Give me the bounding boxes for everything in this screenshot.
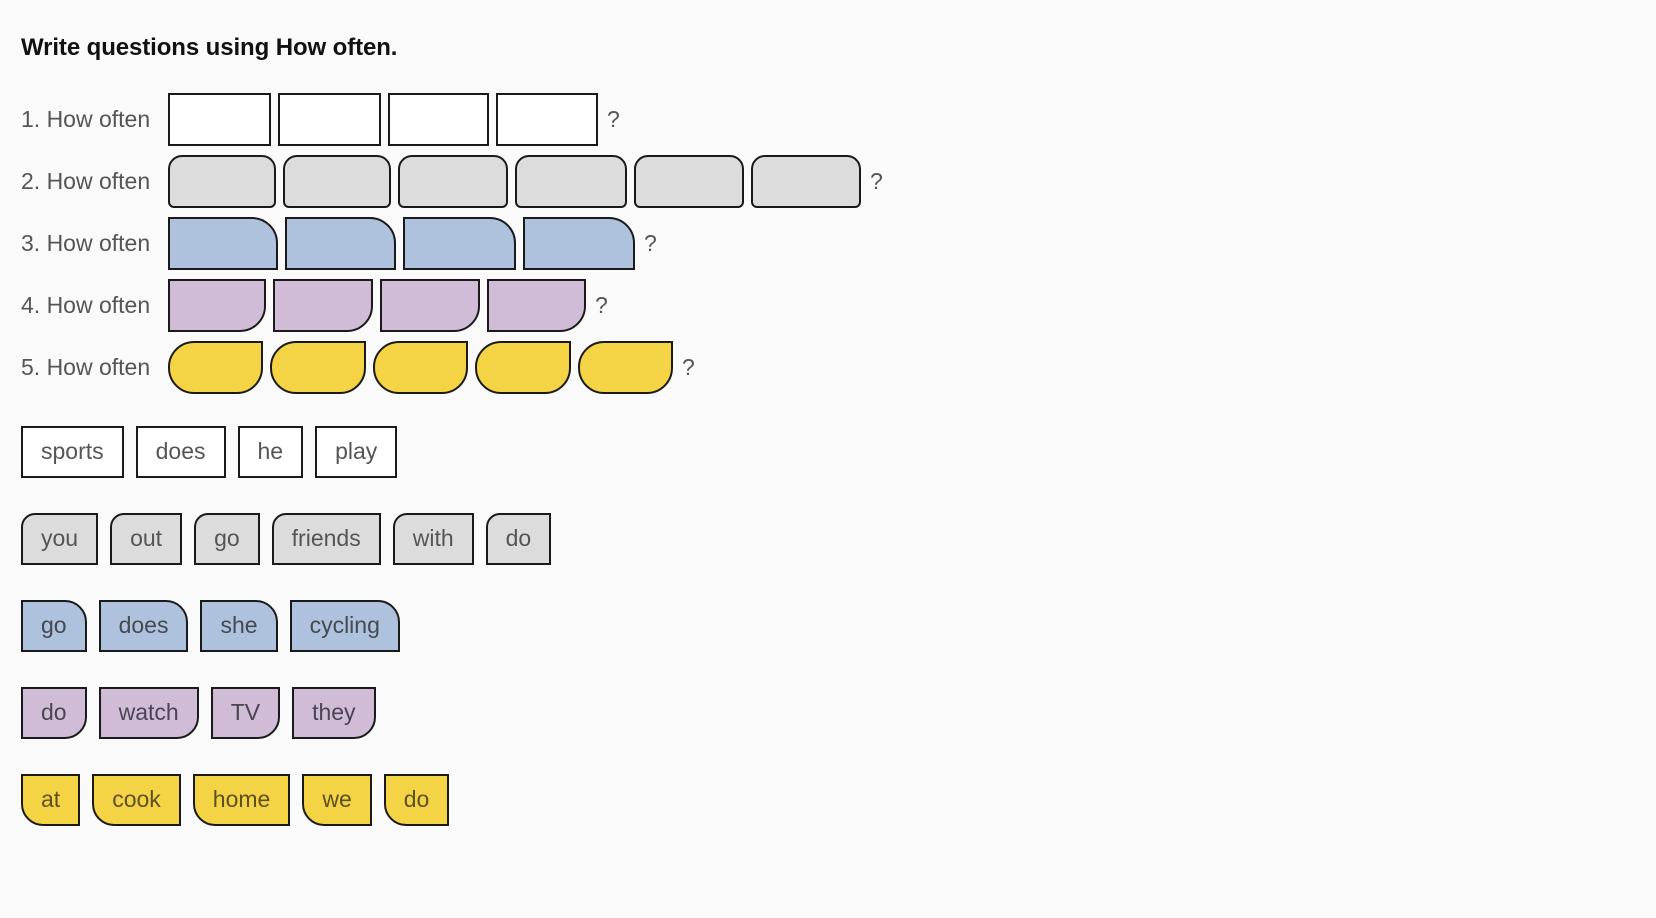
word-tile[interactable]: does — [98, 599, 189, 652]
word-tile[interactable]: she — [200, 599, 278, 652]
answer-slot[interactable] — [380, 278, 480, 332]
page-title: Write questions using How often. — [21, 34, 398, 61]
answer-slot[interactable] — [273, 278, 373, 332]
word-tile[interactable]: do — [485, 512, 552, 565]
answer-slot-group — [168, 336, 680, 398]
word-tile[interactable]: he — [237, 425, 304, 478]
answer-slot[interactable] — [388, 92, 489, 146]
word-tile[interactable]: we — [302, 773, 372, 826]
answer-slot[interactable] — [523, 216, 635, 270]
answer-slot[interactable] — [278, 92, 381, 146]
word-tile[interactable]: cook — [92, 773, 181, 826]
answer-slot[interactable] — [496, 92, 598, 146]
question-row: 4. How often? — [0, 274, 1656, 336]
question-label: 5. How often — [21, 353, 151, 380]
question-label: 1. How often — [21, 105, 151, 132]
question-list: 1. How often?2. How often?3. How often?4… — [0, 88, 1656, 398]
answer-slot[interactable] — [373, 340, 468, 394]
answer-slot-group — [168, 274, 593, 336]
answer-slot[interactable] — [751, 154, 861, 208]
answer-slot[interactable] — [168, 278, 266, 332]
word-tile[interactable]: TV — [210, 686, 281, 739]
answer-slot[interactable] — [168, 92, 271, 146]
question-mark: ? — [595, 291, 608, 318]
answer-slot[interactable] — [283, 154, 391, 208]
word-tile[interactable]: they — [292, 686, 376, 739]
question-label: 3. How often — [21, 229, 151, 256]
question-label: 4. How often — [21, 291, 151, 318]
word-tile[interactable]: do — [21, 686, 87, 739]
answer-slot[interactable] — [398, 154, 508, 208]
word-tile[interactable]: do — [383, 773, 450, 826]
answer-slot[interactable] — [168, 216, 278, 270]
question-mark: ? — [607, 105, 620, 132]
answer-slot-group — [168, 88, 605, 150]
question-mark: ? — [870, 167, 883, 194]
answer-slot[interactable] — [285, 216, 396, 270]
word-tile[interactable]: home — [192, 773, 291, 826]
word-tile[interactable]: go — [21, 599, 87, 652]
question-row: 1. How often? — [0, 88, 1656, 150]
answer-slot[interactable] — [578, 340, 673, 394]
word-tile[interactable]: sports — [21, 425, 124, 478]
question-label: 2. How often — [21, 167, 151, 194]
answer-slot[interactable] — [168, 340, 263, 394]
question-mark: ? — [682, 353, 695, 380]
answer-slot[interactable] — [515, 154, 627, 208]
answer-slot[interactable] — [487, 278, 586, 332]
question-row: 2. How often? — [0, 150, 1656, 212]
word-tile[interactable]: go — [194, 512, 260, 565]
word-tile[interactable]: friends — [271, 512, 381, 565]
word-tile[interactable]: does — [135, 425, 226, 478]
word-tile[interactable]: watch — [98, 686, 199, 739]
word-tile[interactable]: play — [315, 425, 398, 478]
word-tile[interactable]: out — [110, 512, 183, 565]
word-tile[interactable]: with — [392, 512, 474, 565]
word-tile[interactable]: at — [21, 773, 81, 826]
question-mark: ? — [644, 229, 657, 256]
answer-slot-group — [168, 212, 642, 274]
word-tile[interactable]: cycling — [289, 599, 400, 652]
question-row: 5. How often? — [0, 336, 1656, 398]
word-tile[interactable]: you — [21, 512, 99, 565]
answer-slot[interactable] — [168, 154, 276, 208]
answer-slot-group — [168, 150, 868, 212]
question-row: 3. How often? — [0, 212, 1656, 274]
answer-slot[interactable] — [634, 154, 744, 208]
answer-slot[interactable] — [475, 340, 571, 394]
answer-slot[interactable] — [403, 216, 516, 270]
answer-slot[interactable] — [270, 340, 366, 394]
